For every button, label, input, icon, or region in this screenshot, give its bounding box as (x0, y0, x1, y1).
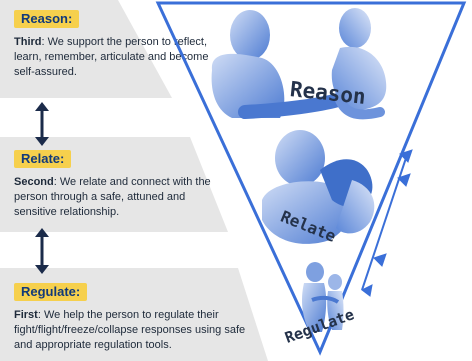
relate-heading: Relate: (14, 150, 72, 168)
relate-description: Second: We relate and connect with the p… (14, 176, 211, 218)
double-arrow-icon (35, 102, 49, 146)
regulate-figures-icon (302, 262, 344, 332)
relate-section: Relate: Second: We relate and connect wi… (14, 150, 219, 220)
reason-heading: Reason: (14, 10, 80, 28)
regulate-section: Regulate: First: We help the person to r… (14, 283, 249, 353)
reason-section: Reason: Third: We support the person to … (14, 10, 219, 80)
double-arrow-icon (35, 228, 49, 274)
triangle-outline (155, 1, 467, 356)
relate-figures-icon (262, 130, 375, 244)
left-panel: Reason: Third: We support the person to … (0, 0, 268, 361)
regulate-heading: Regulate: (14, 283, 88, 301)
ascending-arrows-icon (361, 149, 413, 297)
reason-description: Third: We support the person to reflect,… (14, 36, 209, 78)
reason-figures-icon (211, 8, 387, 120)
regulate-description: First: We help the person to regulate th… (14, 309, 246, 351)
